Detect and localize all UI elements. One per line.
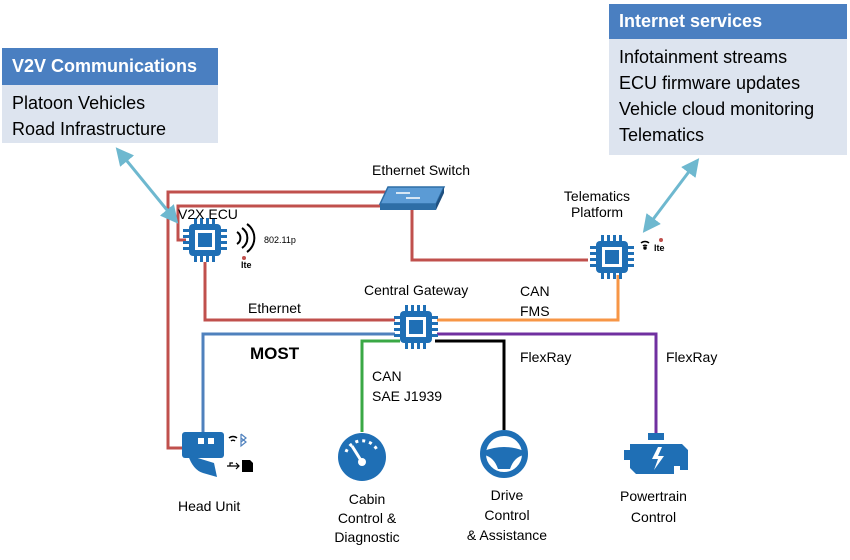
wifi-icon-telematics [640, 240, 650, 250]
svg-text:lte: lte [654, 243, 665, 253]
ethernet-line-switch-left [166, 190, 412, 450]
engine-icon [624, 433, 688, 474]
wifi-standard-label: 802.11p [264, 235, 296, 245]
ethernet-lines [166, 190, 588, 450]
internet-services-box: Internet services Infotainment streams E… [609, 4, 847, 155]
lte-icon-telematics: lte [654, 238, 665, 253]
lte-icon-v2x: lte [241, 256, 252, 270]
telematics-platform-label: Telematics Platform [563, 188, 631, 220]
ethernet-line-v2x-to-gateway [203, 262, 395, 322]
v2x-ecu-chip-icon [183, 218, 227, 262]
v2v-arrow [115, 147, 179, 224]
wifi-bluetooth-icon [228, 433, 247, 448]
internet-item-infotainment: Infotainment streams [619, 47, 788, 67]
head-unit-icon [182, 432, 224, 477]
steering-wheel-icon [480, 430, 528, 478]
v2v-item-platoon: Platoon Vehicles [12, 93, 146, 113]
ethernet-switch-icon [378, 186, 446, 210]
usb-sdcard-icon [227, 460, 253, 472]
most-link-label: MOST [250, 344, 300, 363]
v2v-communications-box: V2V Communications Platoon Vehicles Road… [2, 48, 218, 143]
internet-box-body: Infotainment streams ECU firmware update… [609, 39, 847, 155]
central-gateway-chip-icon [394, 305, 438, 349]
internet-item-telematics: Telematics [619, 125, 705, 145]
internet-arrow [642, 158, 700, 233]
flexray-powertrain-link-label: FlexRay [666, 349, 718, 365]
central-gateway-label: Central Gateway [364, 282, 469, 298]
internet-item-cloud: Vehicle cloud monitoring [619, 99, 815, 119]
internet-item-firmware: ECU firmware updates [619, 73, 801, 93]
cabin-gauge-icon [338, 433, 386, 481]
flexray-powertrain-line [437, 332, 658, 433]
flexray-drive-link-label: FlexRay [520, 349, 572, 365]
can-fms-link-label: CAN FMS [520, 283, 550, 319]
can-fms-line [437, 275, 620, 322]
flexray-drive-line [435, 339, 506, 430]
can-j1939-link-label: CAN SAE J1939 [372, 368, 443, 404]
telematics-chip-icon [590, 235, 634, 279]
head-unit-label: Head Unit [178, 498, 241, 514]
ethernet-line-switch-to-telematics [410, 208, 588, 262]
ethernet-link-label: Ethernet [248, 300, 301, 316]
can-j1939-line [360, 339, 400, 432]
svg-text:lte: lte [241, 260, 252, 270]
v2v-item-road: Road Infrastructure [12, 119, 167, 139]
drive-control-label: Drive Control & Assistance [466, 487, 548, 543]
wireless-icon [236, 223, 256, 253]
internet-box-title: Internet services [609, 4, 847, 39]
v2v-box-body: Platoon Vehicles Road Infrastructure [2, 85, 218, 143]
v2v-box-title: V2V Communications [2, 48, 218, 85]
v2x-ecu-label: V2X ECU [178, 206, 238, 222]
ethernet-switch-label: Ethernet Switch [372, 162, 471, 178]
cabin-control-label: Cabin Control & Diagnostic [334, 491, 400, 545]
most-line [201, 332, 395, 432]
powertrain-control-label: Powertrain Control [620, 488, 687, 525]
